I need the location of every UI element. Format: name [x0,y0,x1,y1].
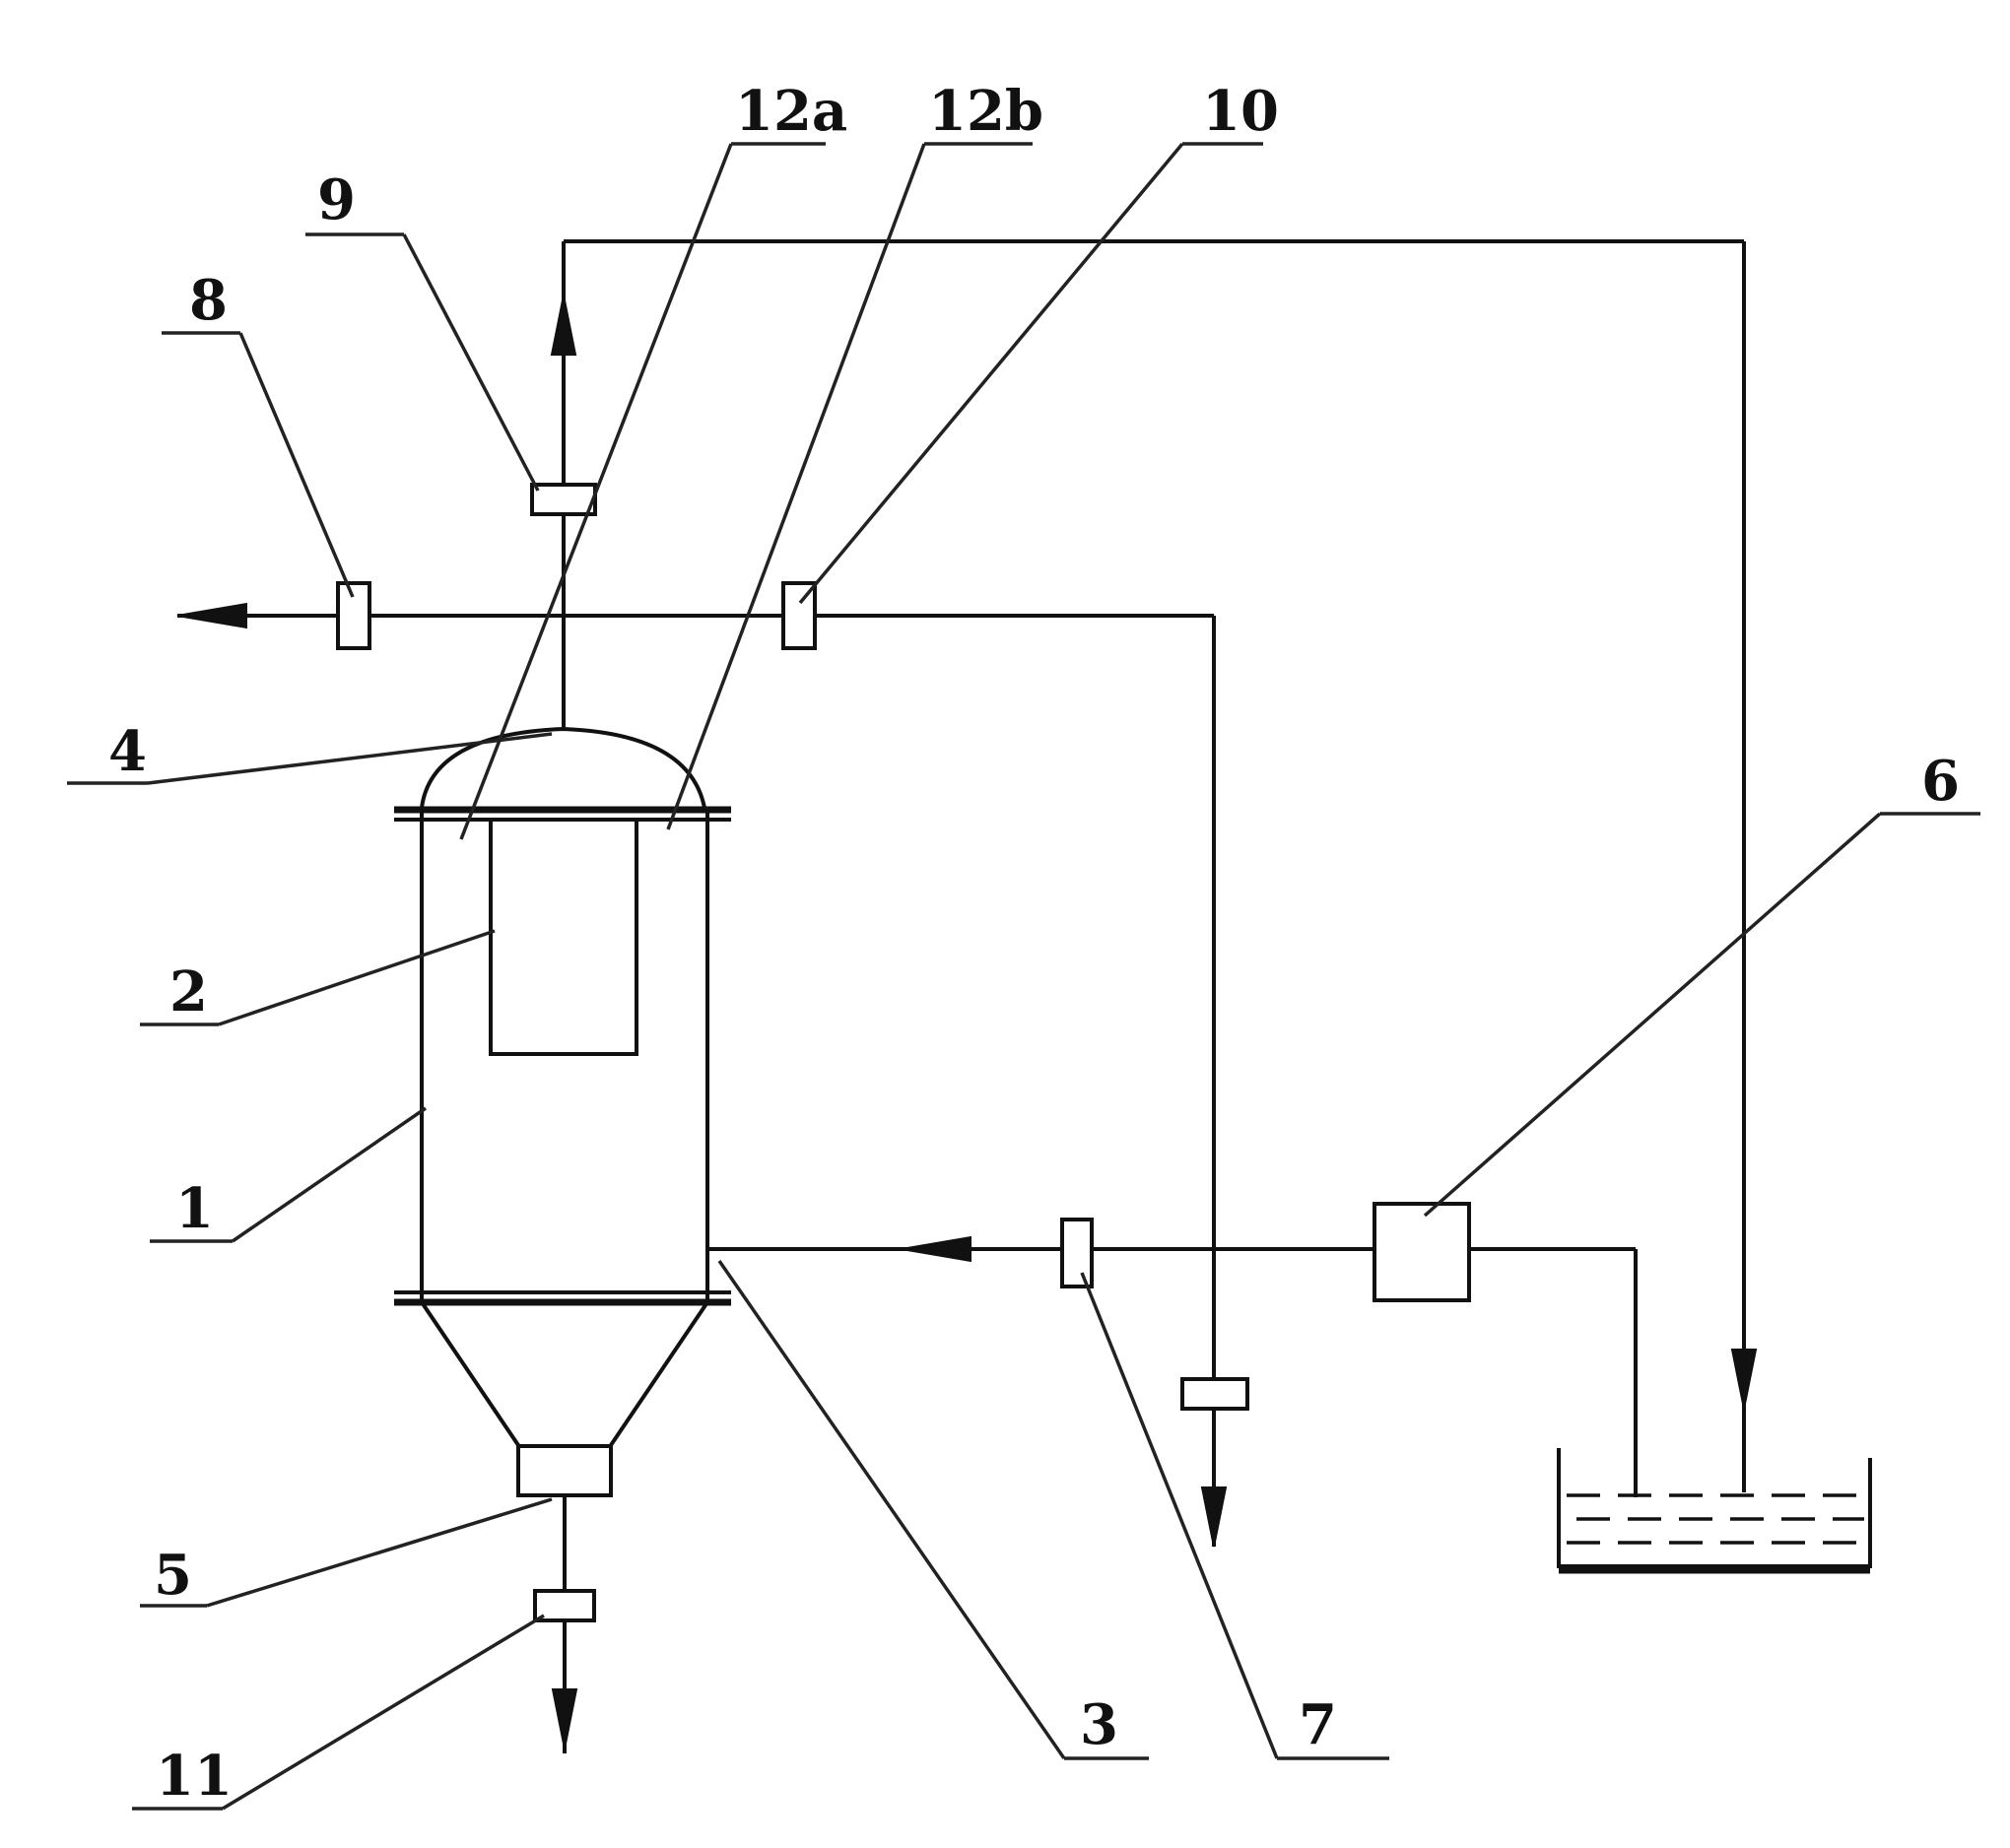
left-outlet-arrow [176,602,247,629]
recycle-down-arrow [1730,1349,1758,1410]
leader-1 [232,1106,427,1243]
leader-4 [147,732,553,785]
cone-right [607,1300,709,1450]
label-1: 1 [175,1176,214,1241]
label-12a: 12a [735,79,847,144]
leader-7 [1080,1272,1279,1759]
vessel-assembly [394,726,731,1497]
inner-cartridge [489,818,638,1056]
down-leg-arrow [1200,1486,1228,1548]
label-10: 10 [1202,79,1279,144]
leader-2 [218,929,496,1026]
tank-outline [1557,1448,1872,1568]
feed-arrow [901,1235,972,1263]
valve-8 [336,581,371,650]
dome-top [420,726,706,809]
part-labels: 12a 12b 10 9 8 4 2 1 5 11 3 7 6 [108,79,1960,1809]
leader-5 [206,1497,553,1608]
label-12b: 12b [928,79,1043,144]
label-7: 7 [1299,1692,1337,1757]
pump-6 [1373,1202,1471,1302]
discharge-box [516,1444,613,1497]
leader-lines [67,142,1980,1811]
leader-3 [717,1260,1066,1759]
bottom-discharge-arrow [551,1688,578,1749]
label-11: 11 [156,1744,233,1809]
top-outlet-arrow [550,295,577,356]
cone-left [420,1300,522,1450]
leader-12b [666,143,926,830]
label-5: 5 [154,1543,192,1608]
piping [176,239,1758,1753]
label-3: 3 [1080,1692,1118,1757]
label-2: 2 [169,959,208,1024]
valve-9 [530,483,597,516]
valve-7 [1060,1218,1094,1288]
leader-10 [798,142,1184,605]
label-9: 9 [317,167,356,232]
leader-12a [459,143,733,840]
label-8: 8 [189,268,228,333]
leader-9 [402,233,540,492]
leader-11 [222,1614,545,1811]
leader-8 [238,332,355,598]
valve-11 [533,1589,596,1622]
liquid-tank [1557,1448,1872,1574]
down-leg-valve [1180,1377,1249,1411]
label-6: 6 [1921,749,1960,814]
label-4: 4 [108,719,147,784]
leader-6 [1423,812,1882,1218]
